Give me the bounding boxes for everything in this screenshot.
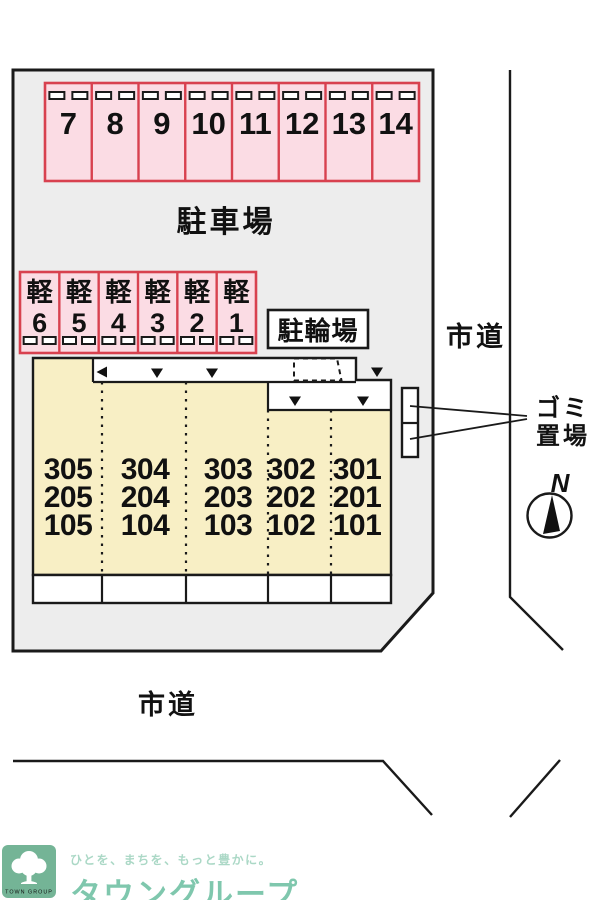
kei-space-label: 軽 bbox=[184, 277, 211, 307]
room-number: 202 bbox=[267, 481, 316, 514]
room-number: 305 bbox=[44, 453, 93, 486]
tree-icon bbox=[11, 851, 47, 884]
room-number: 304 bbox=[121, 453, 170, 486]
logo-caption: TOWN GROUP bbox=[5, 890, 53, 896]
kei-space-label: 軽 bbox=[145, 277, 172, 307]
kei-space-number: 3 bbox=[150, 308, 165, 338]
parking-space-number: 14 bbox=[378, 106, 413, 141]
entrance-arrow-icon bbox=[206, 368, 218, 378]
kei-space-number: 5 bbox=[71, 308, 86, 338]
compass: N bbox=[526, 468, 573, 539]
parking-space-number: 11 bbox=[239, 106, 272, 141]
room-number: 302 bbox=[267, 453, 316, 486]
building-interior-lines bbox=[91, 358, 391, 412]
road-line-right bbox=[508, 70, 564, 651]
parking-space-number: 12 bbox=[285, 106, 319, 141]
road-label-bottom: 市道 bbox=[138, 689, 198, 720]
parking-space-number: 10 bbox=[191, 106, 225, 141]
room-number: 103 bbox=[204, 509, 253, 542]
bicycle-spot-dashed bbox=[293, 357, 343, 382]
balcony-row bbox=[31, 573, 393, 605]
kei-space-number: 1 bbox=[229, 308, 244, 338]
parking-lot-label: 駐車場 bbox=[177, 206, 276, 239]
entrance-arrow-icon bbox=[151, 368, 163, 378]
room-number: 105 bbox=[44, 509, 93, 542]
entrance-arrow-icon bbox=[289, 396, 301, 406]
room-number: 102 bbox=[267, 509, 316, 542]
road-label-right: 市道 bbox=[446, 321, 506, 352]
kei-space-number: 6 bbox=[32, 308, 47, 338]
entrance-arrow-icon bbox=[357, 396, 369, 406]
garbage-label-line2: 置場 bbox=[536, 423, 590, 450]
room-number: 303 bbox=[204, 453, 253, 486]
building-footprint bbox=[33, 358, 391, 575]
parking-space-number: 8 bbox=[107, 106, 124, 141]
building-corridor-lower bbox=[268, 382, 391, 410]
room-number: 204 bbox=[121, 481, 170, 514]
kei-space-label: 軽 bbox=[66, 277, 93, 307]
bicycle-parking-box bbox=[266, 308, 370, 350]
building-corridor-upper bbox=[93, 358, 356, 382]
room-number: 203 bbox=[204, 481, 253, 514]
room-number: 201 bbox=[333, 481, 382, 514]
road-line-corner bbox=[509, 759, 561, 818]
kei-space-label: 軽 bbox=[223, 277, 250, 307]
brand-name: タウングループ bbox=[70, 877, 300, 900]
entrance-arrow-icon bbox=[371, 367, 383, 377]
compass-north-label: N bbox=[551, 468, 571, 498]
town-group-watermark: TOWN GROUP ひとを、まちを、もっと豊かに。 タウングループ bbox=[2, 845, 299, 900]
room-number: 205 bbox=[44, 481, 93, 514]
room-number: 104 bbox=[121, 509, 170, 542]
kei-space-number: 4 bbox=[111, 308, 126, 338]
compass-needle-icon bbox=[543, 495, 560, 534]
bicycle-parking-label: 駐輪場 bbox=[277, 316, 358, 346]
room-number: 101 bbox=[333, 509, 382, 542]
road-line-bottom bbox=[13, 759, 433, 816]
room-number: 301 bbox=[333, 453, 382, 486]
kei-space-label: 軽 bbox=[105, 277, 132, 307]
kei-space-label: 軽 bbox=[27, 277, 54, 307]
brand-tagline: ひとを、まちを、もっと豊かに。 bbox=[70, 853, 273, 867]
kei-space-number: 2 bbox=[189, 308, 204, 338]
entrance-arrow-left-icon bbox=[96, 366, 107, 378]
parking-space-number: 7 bbox=[60, 106, 77, 141]
garbage-label-line1: ゴミ bbox=[536, 394, 590, 422]
parking-space-number: 9 bbox=[153, 106, 170, 141]
parking-space-number: 13 bbox=[332, 106, 366, 141]
town-group-logo: TOWN GROUP bbox=[2, 845, 56, 898]
garbage-boxes bbox=[400, 386, 528, 459]
